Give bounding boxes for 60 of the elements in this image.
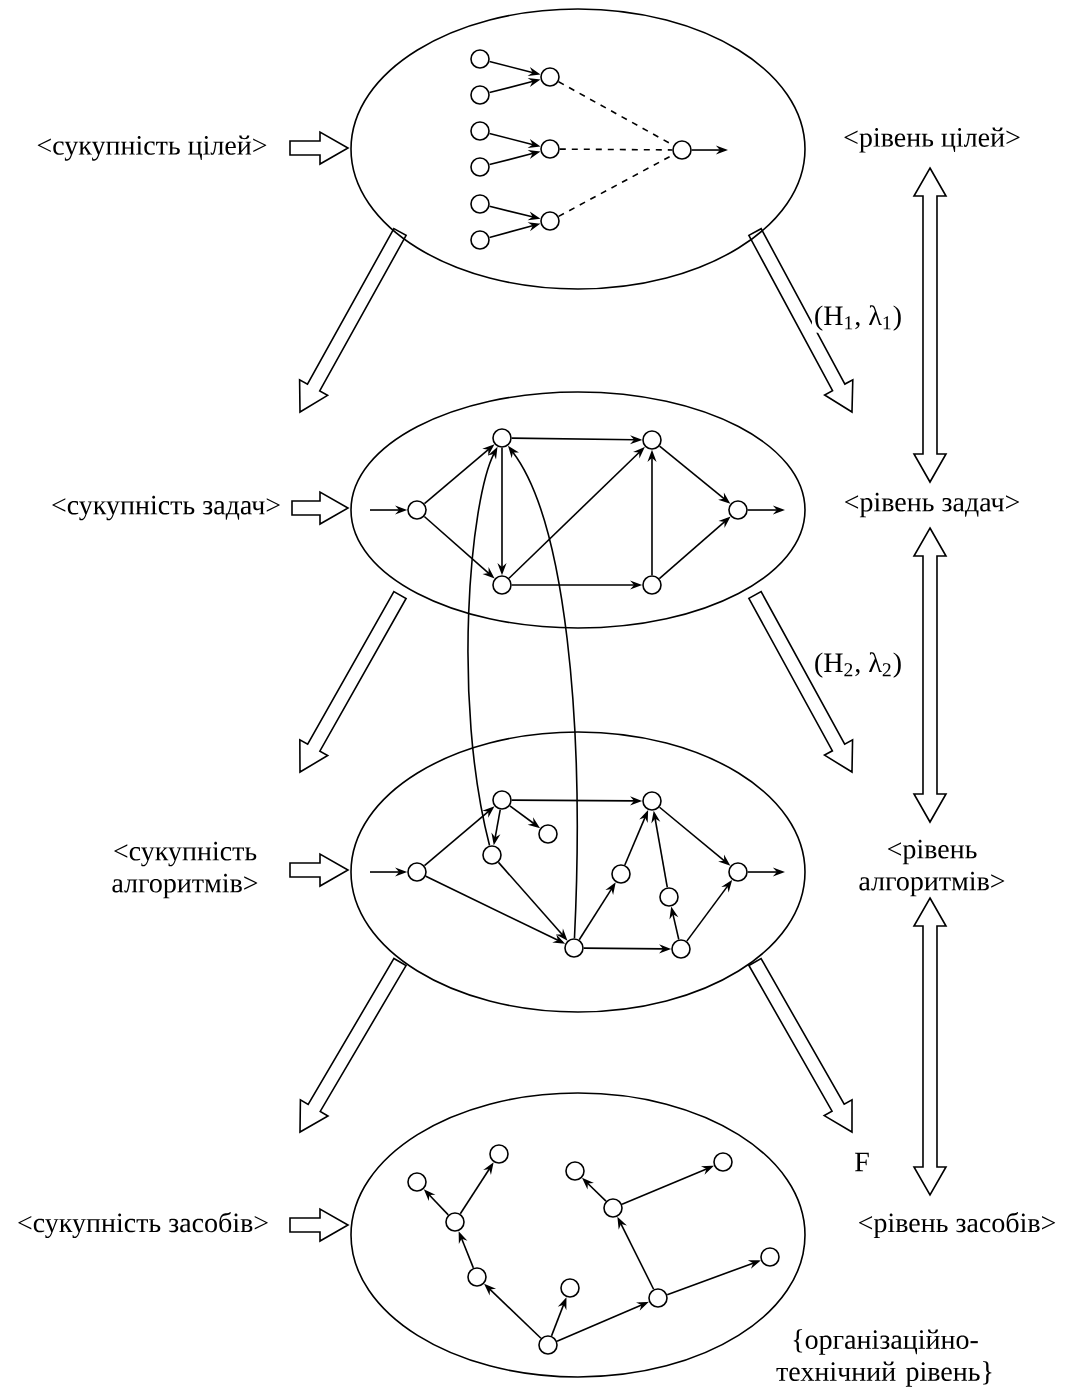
graph-vertex — [728, 500, 748, 520]
set-label: <сукупність задач> — [52, 495, 280, 521]
graph-vertex — [470, 49, 490, 69]
level-label: <рівень задач> — [845, 492, 1020, 518]
level-ellipse — [350, 8, 806, 290]
edge-label: F — [852, 1150, 872, 1174]
graph-vertex — [611, 864, 631, 884]
edge-label: (H$_{2}$, λ$_{2}$) — [811, 650, 904, 680]
graph-vertex — [560, 1278, 580, 1298]
edge-label: (H$_{1}$, λ$_{1}$) — [811, 303, 904, 333]
level-label: <рівень засобів> — [859, 1212, 1056, 1238]
set-label: <сукупність засобів> — [18, 1211, 268, 1239]
graph-vertex — [470, 230, 490, 250]
graph-vertex — [540, 67, 560, 87]
graph-vertex — [671, 939, 691, 959]
set-label: <сукупність алгоритмів> — [112, 841, 258, 899]
level-label: <рівень цілей> — [844, 127, 1020, 153]
graph-vertex — [713, 1152, 733, 1172]
graph-vertex — [672, 140, 692, 160]
graph-vertex — [642, 791, 662, 811]
graph-vertex — [407, 862, 427, 882]
level-label: <рівень алгоритмів> — [859, 839, 1005, 897]
block-arrow — [299, 957, 408, 1134]
graph-vertex — [642, 430, 662, 450]
graph-vertex — [470, 121, 490, 141]
graph-vertex — [540, 211, 560, 231]
graph-vertex — [659, 887, 679, 907]
block-arrow — [289, 852, 350, 888]
graph-vertex — [728, 862, 748, 882]
graph-vertex — [603, 1198, 623, 1218]
graph-vertex — [564, 938, 584, 958]
graph-vertex — [492, 428, 512, 448]
graph-vertex — [648, 1288, 668, 1308]
block-arrow — [298, 227, 408, 414]
graph-vertex — [492, 575, 512, 595]
block-arrow — [289, 1207, 350, 1243]
level-ellipse — [350, 391, 806, 629]
graph-vertex — [470, 157, 490, 177]
graph-vertex — [470, 85, 490, 105]
graph-vertex — [540, 139, 560, 159]
block-arrow — [289, 130, 350, 166]
graph-vertex — [489, 1144, 509, 1164]
graph-vertex — [407, 500, 427, 520]
graph-vertex — [445, 1212, 465, 1232]
graph-vertex — [760, 1247, 780, 1267]
graph-vertex — [492, 790, 512, 810]
block-arrow — [291, 490, 350, 526]
graph-vertex — [407, 1172, 427, 1192]
set-label: <сукупність цілей> — [37, 135, 267, 161]
graph-vertex — [642, 575, 662, 595]
graph-vertex — [538, 824, 558, 844]
level-ellipse — [350, 731, 806, 1013]
note-text: {організаційно-технічний рівень} — [776, 1329, 992, 1387]
graph-vertex — [467, 1267, 487, 1287]
graph-vertex — [470, 194, 490, 214]
graph-vertex — [482, 845, 502, 865]
block-arrow — [299, 590, 408, 774]
dashed-line — [559, 148, 673, 151]
graph-vertex — [565, 1161, 585, 1181]
graph-vertex — [538, 1335, 558, 1355]
